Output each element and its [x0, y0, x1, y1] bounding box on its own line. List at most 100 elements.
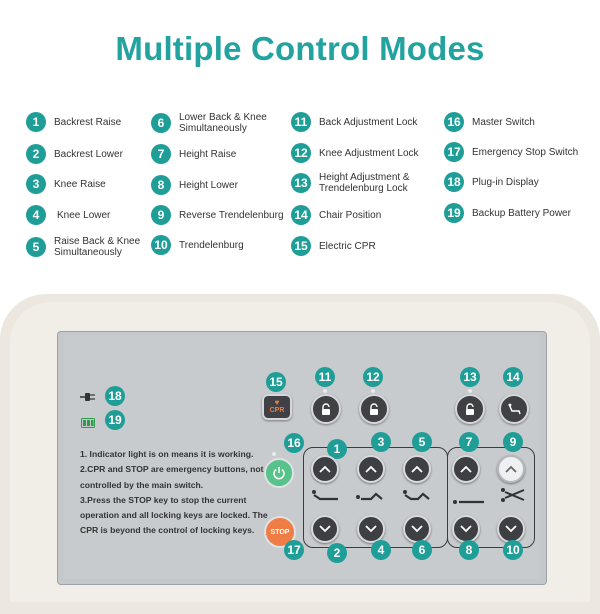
battery-icon	[81, 415, 96, 433]
chevron-down-icon	[365, 525, 377, 533]
height-lower-button[interactable]	[452, 515, 480, 543]
marker-3: 3	[371, 432, 391, 452]
legend-number: 7	[151, 144, 171, 164]
backrest-raise-button[interactable]	[311, 455, 339, 483]
legend-item: 7 Height Raise	[151, 144, 236, 164]
legend-label: Backrest Raise	[54, 116, 122, 128]
chevron-down-icon	[411, 525, 423, 533]
marker-16: 16	[284, 433, 304, 453]
marker-11: 11	[315, 367, 335, 387]
legend-item: 5 Raise Back & Knee Simultaneously	[26, 236, 142, 258]
legend-label: Master Switch	[472, 116, 535, 128]
legend-number: 13	[291, 173, 311, 193]
plug-icon	[80, 390, 96, 408]
marker-7: 7	[459, 432, 479, 452]
chevron-up-icon	[460, 465, 472, 473]
lock-icon	[466, 402, 474, 415]
power-icon	[273, 467, 285, 480]
chair-icon	[508, 403, 521, 415]
height-position-icon	[452, 493, 486, 511]
cpr-button[interactable]: ♥ CPR	[262, 394, 292, 420]
back-knee-position-icon	[401, 488, 433, 506]
legend-number: 15	[291, 236, 311, 256]
chair-position-button[interactable]	[499, 394, 529, 424]
trendelenburg-button[interactable]	[497, 515, 525, 543]
legend-item: 15 Electric CPR	[291, 236, 376, 256]
note-line: 1. Indicator light is on means it is wor…	[80, 449, 254, 459]
chevron-up-icon	[319, 465, 331, 473]
back-lock-button[interactable]	[311, 394, 341, 424]
legend-item: 1 Backrest Raise	[26, 112, 121, 132]
lock-indicator-light	[468, 389, 472, 393]
backrest-position-icon	[310, 488, 342, 506]
legend-item: 16 Master Switch	[444, 112, 535, 132]
legend-number: 2	[26, 144, 46, 164]
legend-number: 6	[151, 113, 171, 133]
legend-number: 4	[26, 205, 46, 225]
legend-label: Electric CPR	[319, 240, 376, 252]
chevron-up-icon	[411, 465, 423, 473]
back-knee-lower-button[interactable]	[403, 515, 431, 543]
marker-12: 12	[363, 367, 383, 387]
reverse-trendelenburg-button[interactable]	[497, 455, 525, 483]
knee-lower-button[interactable]	[357, 515, 385, 543]
marker-19: 19	[105, 410, 125, 430]
master-switch-button[interactable]	[264, 458, 294, 488]
lock-indicator-light	[371, 389, 375, 393]
legend-label: Height Raise	[179, 148, 237, 160]
backrest-lower-button[interactable]	[311, 515, 339, 543]
legend-number: 8	[151, 175, 171, 195]
legend-number: 18	[444, 172, 464, 192]
height-lock-button[interactable]	[455, 394, 485, 424]
heart-icon: ♥	[274, 398, 280, 407]
marker-8: 8	[459, 540, 479, 560]
chevron-down-icon	[505, 525, 517, 533]
marker-15: 15	[266, 372, 286, 392]
legend-label: Knee Adjustment Lock	[319, 147, 419, 159]
legend-label: Height Lower	[179, 179, 238, 191]
marker-5: 5	[412, 432, 432, 452]
chevron-up-icon	[505, 465, 517, 473]
marker-9: 9	[503, 432, 523, 452]
legend-number: 16	[444, 112, 464, 132]
lock-indicator-light	[323, 389, 327, 393]
legend-label: Chair Position	[319, 209, 382, 221]
knee-raise-button[interactable]	[357, 455, 385, 483]
cpr-label: CPR	[269, 407, 285, 414]
legend-item: 8 Height Lower	[151, 175, 238, 195]
trendelenburg-position-icon	[500, 487, 526, 508]
back-knee-raise-button[interactable]	[403, 455, 431, 483]
legend-item: 4 Knee Lower	[26, 205, 110, 225]
legend-label: Raise Back & Knee Simultaneously	[54, 236, 141, 258]
legend-number: 12	[291, 143, 311, 163]
marker-18: 18	[105, 386, 125, 406]
note-line: 2.CPR and STOP are emergency buttons, no…	[80, 464, 264, 490]
legend-item: 14 Chair Position	[291, 205, 381, 225]
knee-lock-button[interactable]	[359, 394, 389, 424]
height-trendelenburg-control-group	[447, 447, 535, 548]
lock-icon	[322, 402, 330, 415]
height-raise-button[interactable]	[452, 455, 480, 483]
marker-4: 4	[371, 540, 391, 560]
marker-13: 13	[460, 367, 480, 387]
legend-number: 11	[291, 112, 311, 132]
legend-label: Knee Raise	[54, 178, 106, 190]
legend-label: Lower Back & Knee Simultaneously	[179, 112, 267, 134]
legend-number: 1	[26, 112, 46, 132]
legend-number: 9	[151, 205, 171, 225]
legend-number: 14	[291, 205, 311, 225]
lock-icon	[370, 402, 378, 415]
legend-number: 17	[444, 142, 464, 162]
legend-number: 10	[151, 235, 171, 255]
legend-number: 5	[26, 237, 46, 257]
chevron-down-icon	[460, 525, 472, 533]
legend-label: Knee Lower	[57, 209, 111, 221]
knee-position-icon	[355, 488, 387, 506]
